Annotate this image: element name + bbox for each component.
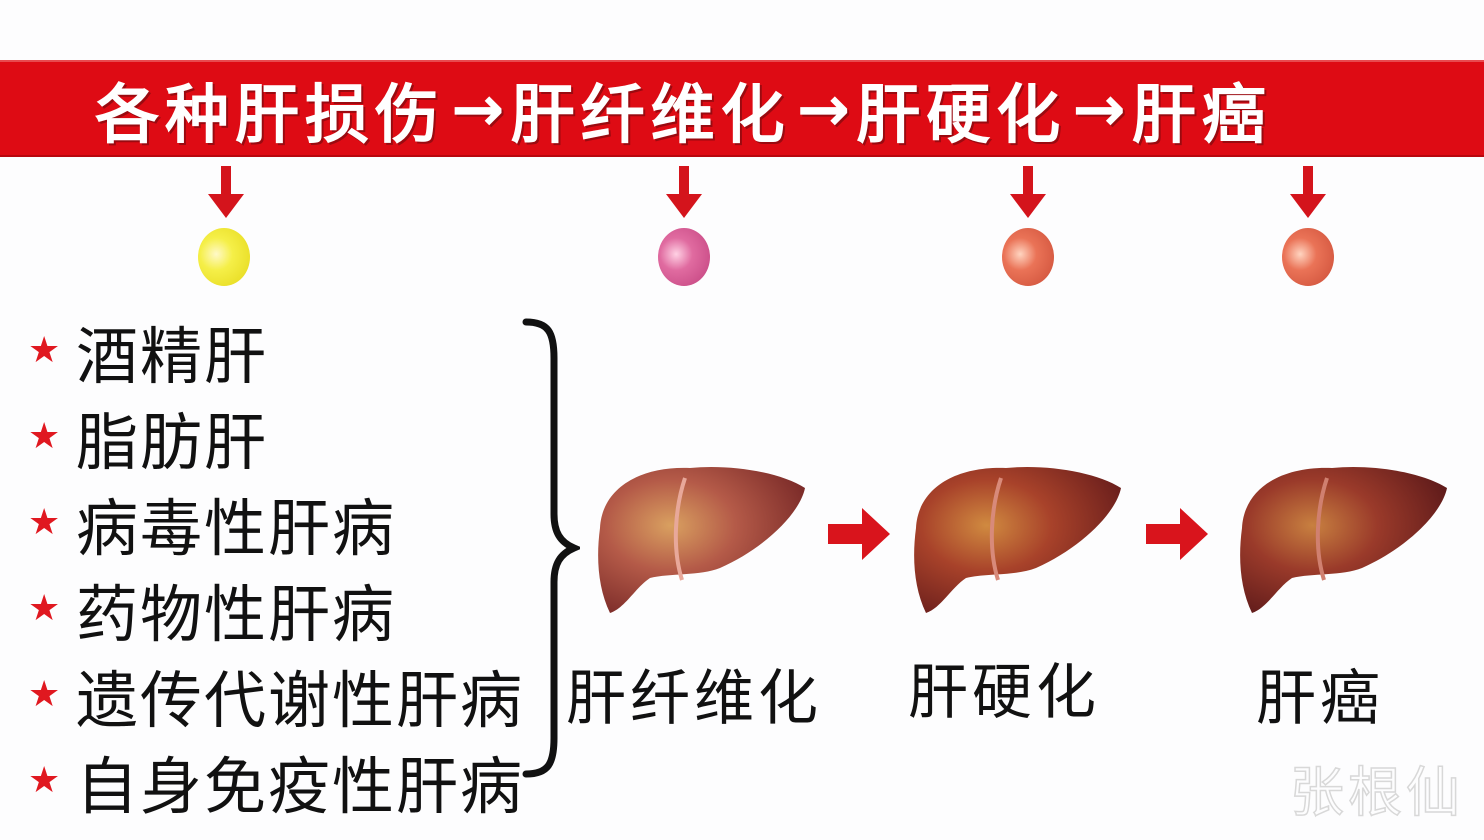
banner-step-cancer: 肝癌 — [1131, 79, 1272, 153]
orange-ball-marker — [1002, 228, 1054, 286]
liver-cancer-image — [1240, 466, 1447, 613]
pink-ball-marker — [658, 228, 710, 286]
right-arrow-icon: → — [796, 73, 851, 147]
star-icon: ★ — [28, 416, 61, 457]
cause-label: 药物性肝病 — [76, 578, 397, 651]
banner-step-cirrhosis: 肝硬化 — [856, 79, 1067, 153]
star-icon: ★ — [28, 674, 61, 715]
cause-label: 遗传代谢性肝病 — [76, 664, 525, 737]
cause-item: ★ 脂肪肝 — [28, 394, 524, 480]
down-arrow-icon — [1290, 166, 1326, 218]
down-arrow-icon — [208, 166, 244, 218]
cause-item: ★ 遗传代谢性肝病 — [28, 652, 524, 738]
stage-label-cancer: 肝癌 — [1256, 664, 1384, 734]
watermark: 张根仙 — [1289, 760, 1464, 825]
banner-step-fibrosis: 肝纤维化 — [510, 79, 791, 153]
star-icon: ★ — [28, 588, 61, 629]
down-arrow-icon — [1010, 166, 1046, 218]
curly-brace-icon — [522, 318, 580, 778]
star-icon: ★ — [28, 760, 61, 801]
progression-banner: 各种肝损伤 → 肝纤维化 → 肝硬化 → 肝癌 — [0, 60, 1484, 157]
right-arrow-icon: → — [451, 73, 505, 147]
right-arrow-icon — [1146, 508, 1208, 560]
cause-label: 脂肪肝 — [76, 406, 269, 479]
cause-item: ★ 病毒性肝病 — [28, 480, 524, 566]
star-icon: ★ — [28, 502, 61, 543]
cause-item: ★ 自身免疫性肝病 — [28, 738, 524, 824]
cause-item: ★ 药物性肝病 — [28, 566, 524, 652]
down-arrow-icon — [666, 166, 702, 218]
stage-label-fibrosis: 肝纤维化 — [566, 664, 822, 734]
cause-item: ★ 酒精肝 — [28, 308, 524, 394]
star-icon: ★ — [28, 330, 61, 371]
cause-label: 自身免疫性肝病 — [76, 750, 525, 823]
orange-ball-marker — [1282, 228, 1334, 286]
banner-step-liver-injury: 各种肝损伤 — [95, 79, 445, 153]
causes-list: ★ 酒精肝 ★ 脂肪肝 ★ 病毒性肝病 ★ 药物性肝病 ★ 遗传代谢性肝病 ★ … — [28, 308, 524, 824]
liver-cirrhosis-image — [914, 466, 1121, 613]
banner-title: 各种肝损伤 → 肝纤维化 → 肝硬化 → 肝癌 — [95, 66, 1272, 154]
cause-label: 病毒性肝病 — [76, 492, 397, 565]
right-arrow-icon: → — [1072, 73, 1126, 147]
right-arrow-icon — [828, 508, 890, 560]
liver-fibrosis-image — [598, 466, 805, 613]
cause-label: 酒精肝 — [76, 320, 269, 393]
yellow-ball-marker — [198, 228, 250, 286]
stage-label-cirrhosis: 肝硬化 — [908, 658, 1100, 728]
